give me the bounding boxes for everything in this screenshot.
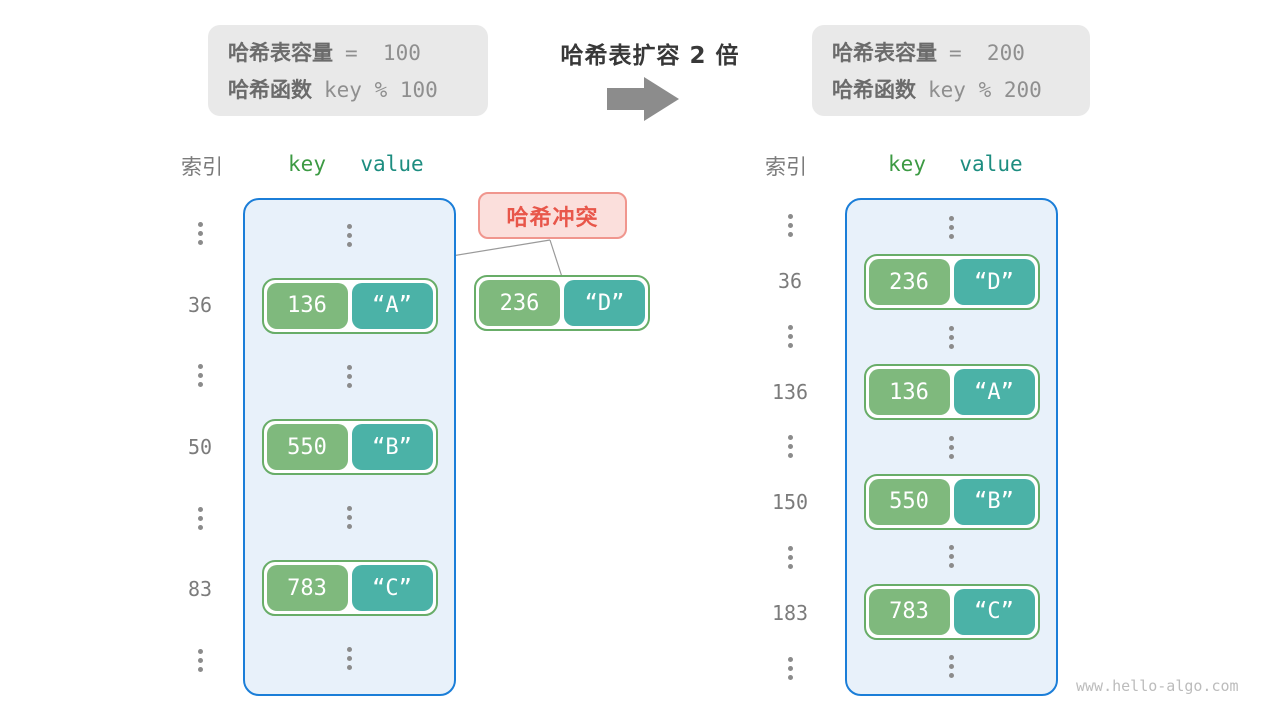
value-cell: “C” bbox=[953, 588, 1035, 635]
hash-function-label: 哈希函数 bbox=[832, 78, 916, 102]
ellipsis-dots bbox=[847, 639, 1056, 694]
right-header-index: 索引 bbox=[765, 155, 807, 179]
ellipsis-dots bbox=[759, 419, 821, 474]
ellipsis-dots bbox=[759, 198, 821, 253]
ellipsis-dots bbox=[245, 200, 454, 271]
key-cell: 550 bbox=[868, 478, 950, 525]
hash-function-label: 哈希函数 bbox=[228, 78, 312, 102]
kv-pair: 136 “A” bbox=[863, 364, 1040, 421]
colliding-kv-pair: 236 “D” bbox=[474, 275, 650, 331]
kv-pair: 236 “D” bbox=[863, 254, 1040, 311]
capacity-line: 哈希表容量 = 200 bbox=[832, 37, 1090, 67]
ellipsis-dots bbox=[245, 623, 454, 694]
right-header-value: value bbox=[959, 152, 1023, 176]
expand-arrow-icon bbox=[607, 77, 679, 121]
value-cell: “C” bbox=[351, 565, 433, 612]
right-index-column: 36 136 150 183 bbox=[759, 198, 821, 696]
capacity-label: 哈希表容量 bbox=[832, 41, 937, 65]
left-header-index: 索引 bbox=[181, 155, 223, 179]
left-header-value: value bbox=[360, 152, 424, 176]
value-cell: “D” bbox=[953, 259, 1035, 306]
index-label: 83 bbox=[187, 577, 213, 602]
collision-label: 哈希冲突 bbox=[478, 192, 627, 239]
index-label: 136 bbox=[771, 379, 809, 404]
key-cell: 136 bbox=[266, 282, 348, 329]
kv-pair: 783 “C” bbox=[261, 560, 438, 617]
capacity-label: 哈希表容量 bbox=[228, 41, 333, 65]
watermark: www.hello-algo.com bbox=[1076, 677, 1239, 695]
value-cell: “B” bbox=[953, 478, 1035, 525]
key-cell: 236 bbox=[479, 280, 560, 326]
hash-function-value: key % 200 bbox=[928, 78, 1042, 102]
ellipsis-dots bbox=[759, 530, 821, 585]
key-cell: 783 bbox=[868, 588, 950, 635]
index-label: 36 bbox=[187, 292, 213, 317]
index-label: 50 bbox=[187, 434, 213, 459]
kv-pair: 783 “C” bbox=[863, 583, 1040, 640]
index-label: 150 bbox=[771, 490, 809, 515]
expand-title: 哈希表扩容 2 倍 bbox=[560, 43, 740, 69]
ellipsis-dots bbox=[847, 420, 1056, 475]
ellipsis-dots bbox=[847, 310, 1056, 365]
ellipsis-dots bbox=[169, 340, 231, 411]
ellipsis-dots bbox=[169, 198, 231, 269]
hash-function-line: 哈希函数 key % 100 bbox=[228, 74, 488, 104]
value-cell: “A” bbox=[953, 369, 1035, 416]
hash-function-value: key % 100 bbox=[324, 78, 438, 102]
ellipsis-dots bbox=[847, 200, 1056, 255]
value-cell: “B” bbox=[351, 424, 433, 471]
hash-table-after: 236 “D” 136 “A” 550 “B” 783 “C” bbox=[845, 198, 1058, 696]
hash-function-line: 哈希函数 key % 200 bbox=[832, 74, 1090, 104]
ellipsis-dots bbox=[759, 309, 821, 364]
value-cell: “A” bbox=[351, 282, 433, 329]
left-header-key: key bbox=[288, 152, 326, 176]
ellipsis-dots bbox=[245, 341, 454, 412]
index-label: 36 bbox=[777, 268, 803, 293]
ellipsis-dots bbox=[245, 482, 454, 553]
key-cell: 783 bbox=[266, 565, 348, 612]
ellipsis-dots bbox=[169, 483, 231, 554]
key-cell: 550 bbox=[266, 424, 348, 471]
key-cell: 136 bbox=[868, 369, 950, 416]
kv-pair: 550 “B” bbox=[261, 419, 438, 476]
kv-pair: 550 “B” bbox=[863, 473, 1040, 530]
ellipsis-dots bbox=[847, 529, 1056, 584]
kv-pair: 136 “A” bbox=[261, 277, 438, 334]
hash-table-before: 136 “A” 550 “B” 783 “C” bbox=[243, 198, 456, 696]
capacity-box-after: 哈希表容量 = 200 哈希函数 key % 200 bbox=[812, 25, 1090, 116]
capacity-value: = 100 bbox=[345, 41, 421, 65]
ellipsis-dots bbox=[759, 641, 821, 696]
left-index-column: 36 50 83 bbox=[169, 198, 231, 696]
capacity-box-before: 哈希表容量 = 100 哈希函数 key % 100 bbox=[208, 25, 488, 116]
ellipsis-dots bbox=[169, 625, 231, 696]
collision-line-to-d bbox=[549, 239, 563, 278]
value-cell: “D” bbox=[564, 280, 645, 326]
capacity-value: = 200 bbox=[949, 41, 1025, 65]
key-cell: 236 bbox=[868, 259, 950, 306]
right-header-key: key bbox=[888, 152, 926, 176]
capacity-line: 哈希表容量 = 100 bbox=[228, 37, 488, 67]
index-label: 183 bbox=[771, 600, 809, 625]
